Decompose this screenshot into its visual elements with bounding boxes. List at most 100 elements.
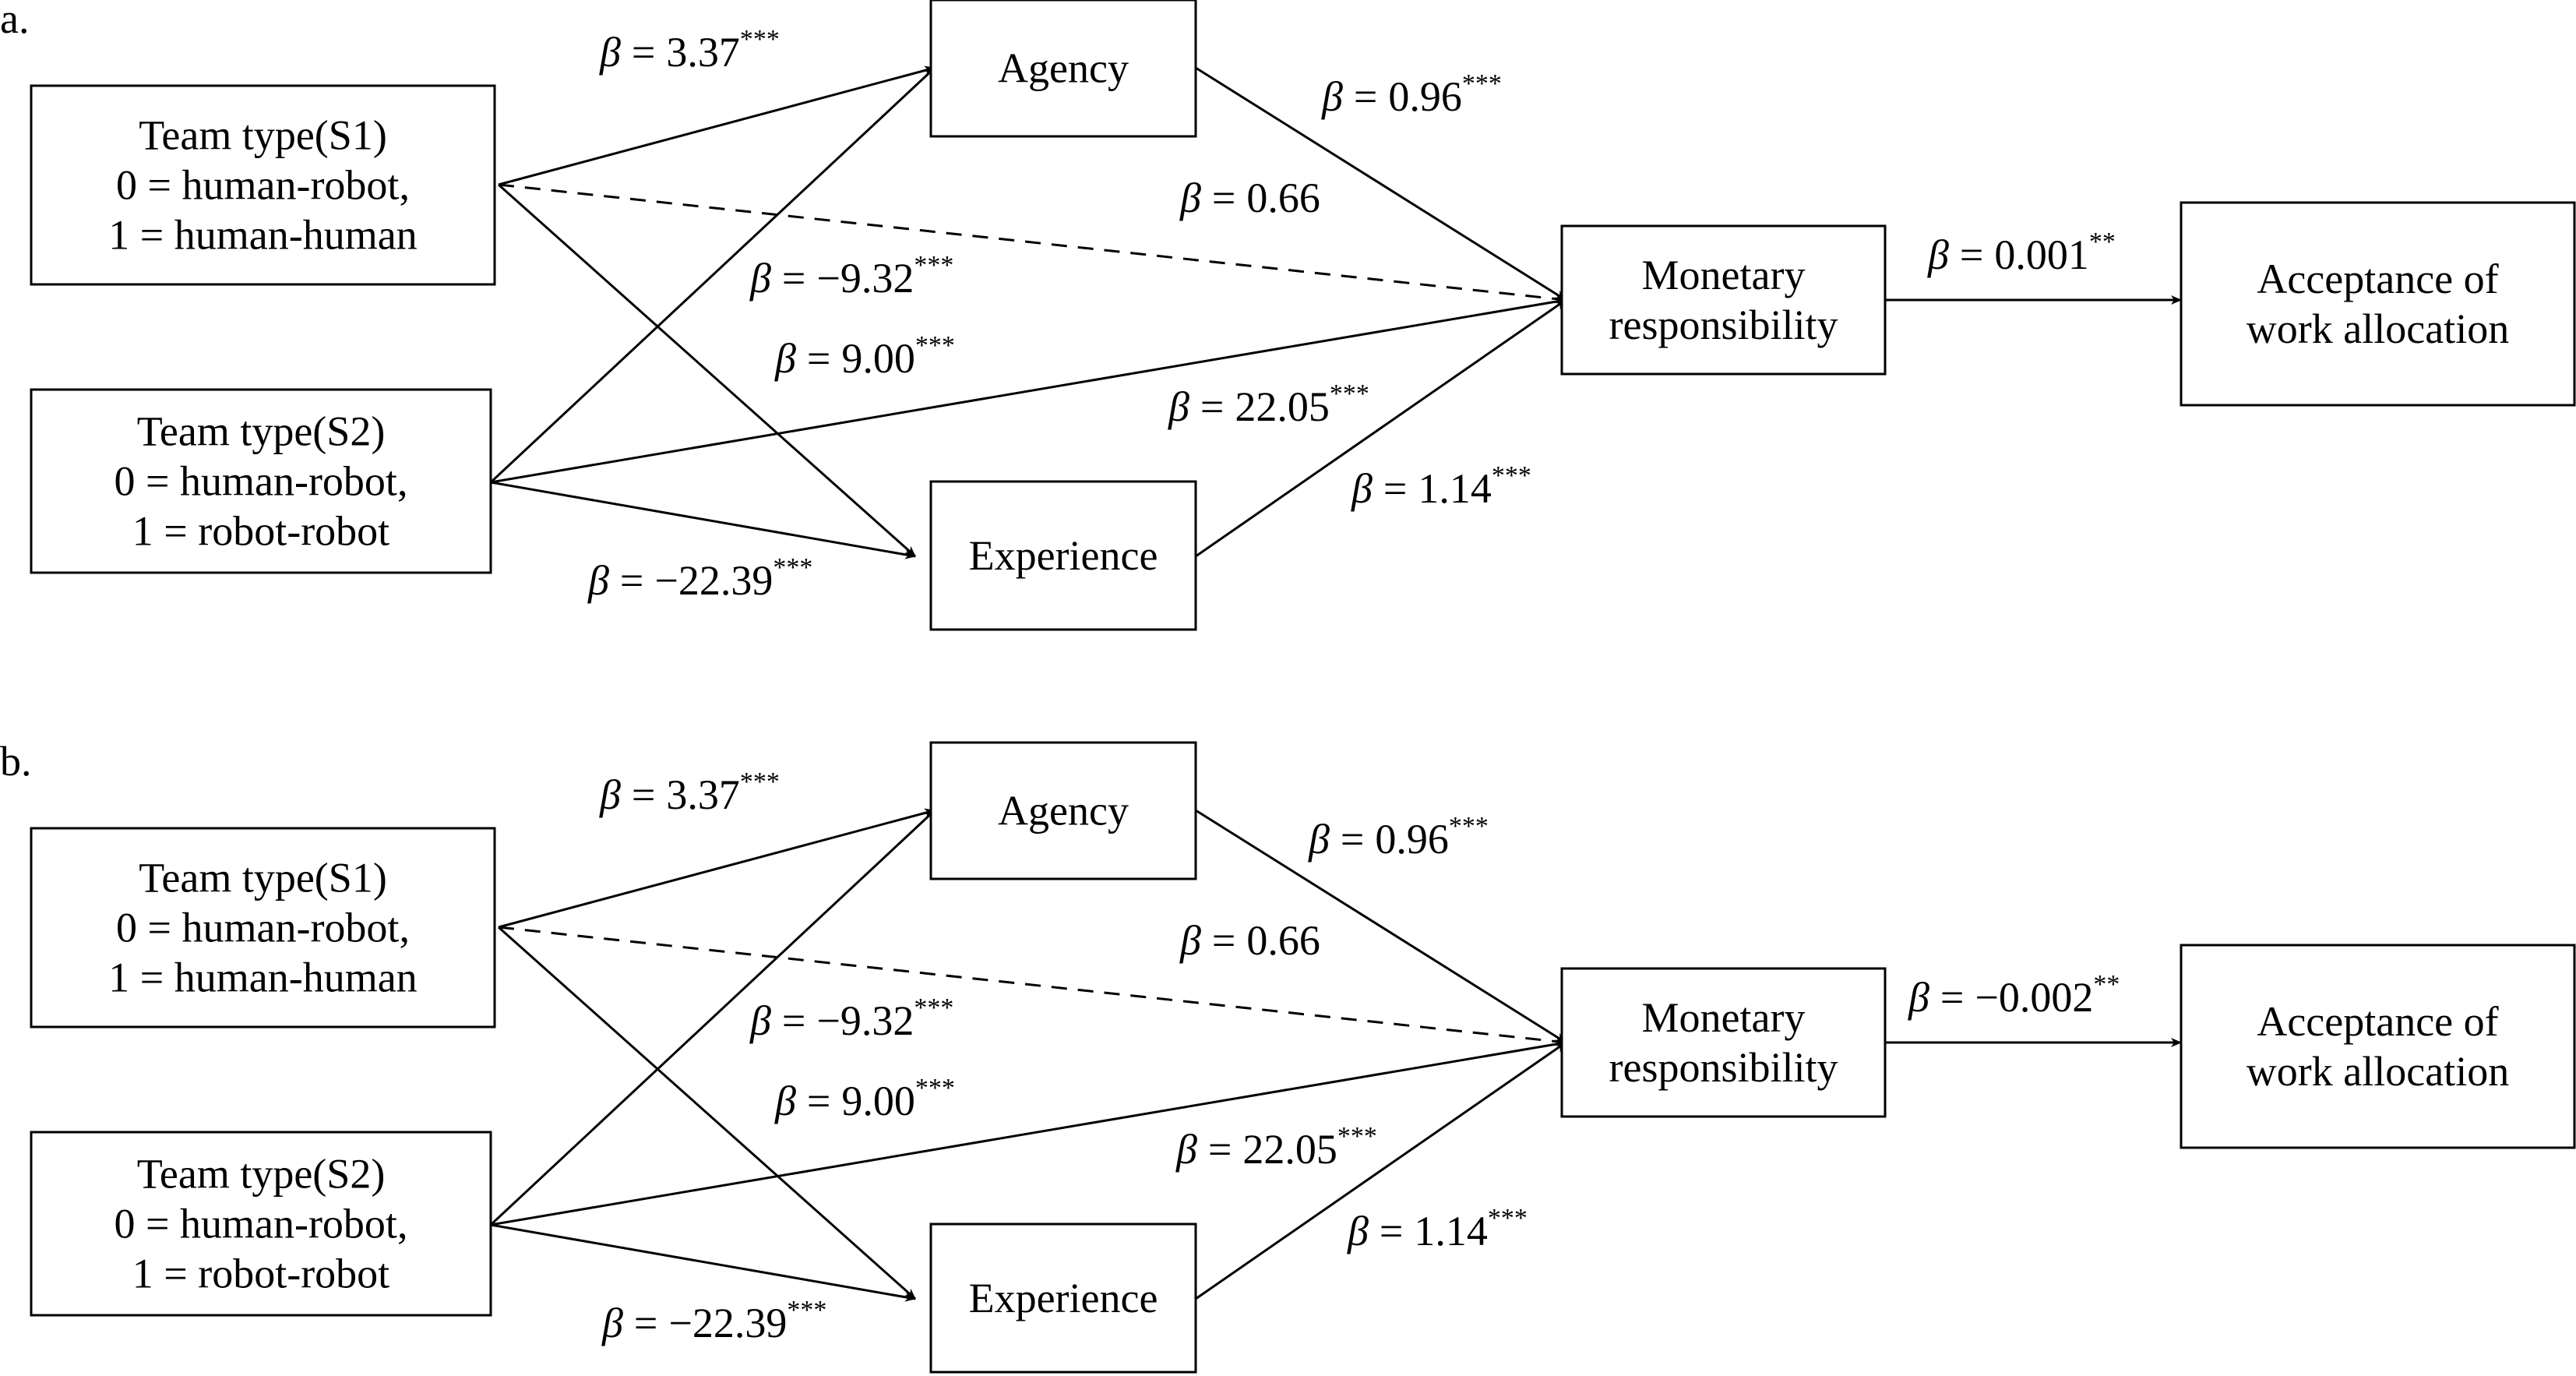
node-label-line: 1 = robot-robot <box>132 508 389 555</box>
coef-value: 3.37 <box>666 29 740 76</box>
significance-stars: *** <box>914 993 953 1022</box>
coef-value: −0.002 <box>1975 974 2093 1021</box>
node-label-line: Team type(S2) <box>137 408 386 455</box>
node-label-line: Agency <box>998 788 1129 834</box>
beta-symbol: β <box>1168 383 1189 430</box>
coef-value: 9.00 <box>841 335 915 382</box>
coef-s2-experience: β=−22.39*** <box>587 553 812 604</box>
beta-symbol: β <box>599 771 621 818</box>
node-label-line: 0 = human-robot, <box>115 1201 408 1247</box>
coef-s2-monetary: β=22.05*** <box>1168 379 1369 430</box>
equals-sign: = <box>1341 816 1364 863</box>
node-experience: Experience <box>929 1223 1197 1374</box>
node-label-line: Acceptance of <box>2257 256 2498 302</box>
node-box <box>2180 944 2576 1149</box>
node-experience: Experience <box>929 480 1197 631</box>
coef-value: 9.00 <box>841 1078 915 1124</box>
edge-s2-monetary <box>490 297 1566 484</box>
coef-value: −22.39 <box>654 557 773 604</box>
coef-experience-monetary: β=1.14*** <box>1351 461 1531 512</box>
significance-stars: *** <box>1492 461 1531 490</box>
beta-symbol: β <box>1927 231 1949 278</box>
node-agency: Agency <box>929 741 1197 880</box>
significance-stars: *** <box>1449 812 1489 841</box>
node-box <box>929 0 1197 138</box>
beta-symbol: β <box>1347 1208 1369 1254</box>
significance-stars: *** <box>1337 1122 1377 1151</box>
coef-value: 0.66 <box>1246 175 1320 221</box>
coef-value: 3.37 <box>666 771 740 818</box>
node-box <box>1560 224 1887 376</box>
edge-s1-monetary <box>498 183 1566 304</box>
equals-sign: = <box>620 557 643 604</box>
node-s2: Team type(S2)0 = human-robot,1 = robot-r… <box>30 1131 492 1317</box>
node-label-line: 0 = human-robot, <box>116 905 410 951</box>
coef-experience-monetary: β=1.14*** <box>1347 1204 1528 1254</box>
coef-value: 0.001 <box>1994 231 2089 278</box>
node-label-line: Monetary <box>1642 994 1806 1041</box>
coef-s2-experience: β=−22.39*** <box>601 1296 826 1346</box>
significance-stars: *** <box>1462 69 1502 98</box>
beta-symbol: β <box>774 335 796 382</box>
node-label-line: 1 = human-human <box>108 212 417 259</box>
panel-b: b. Team type(S1)0 = human-robot,1 = human… <box>0 738 2576 1374</box>
coef-value: −9.32 <box>816 997 914 1044</box>
node-s1: Team type(S1)0 = human-robot,1 = human-h… <box>30 827 496 1028</box>
node-label-line: responsibility <box>1609 1044 1838 1091</box>
coef-s1-monetary: β=0.66 <box>1179 917 1320 964</box>
equals-sign: = <box>782 997 805 1044</box>
node-label-line: Acceptance of <box>2257 998 2498 1045</box>
edge-s2-monetary <box>490 1039 1566 1226</box>
coef-value: 0.66 <box>1246 917 1320 964</box>
node-s2: Team type(S2)0 = human-robot,1 = robot-r… <box>30 388 492 574</box>
node-label-line: 1 = robot-robot <box>132 1251 389 1297</box>
beta-symbol: β <box>1179 175 1201 221</box>
coef-value: 0.96 <box>1388 73 1462 120</box>
node-label-line: responsibility <box>1609 302 1838 348</box>
equals-sign: = <box>1380 1208 1403 1254</box>
equals-sign: = <box>807 1078 830 1124</box>
significance-stars: *** <box>915 1074 955 1103</box>
panel-a: a.Team type(S1)0 = human-robot,1 = human… <box>0 0 2576 631</box>
node-label-line: Team type(S2) <box>137 1151 386 1198</box>
edge-s1-monetary <box>498 926 1566 1046</box>
node-s1: Team type(S1)0 = human-robot,1 = human-h… <box>30 84 496 286</box>
node-box <box>30 827 496 1028</box>
significance-stars: ** <box>2089 228 2116 256</box>
node-label-line: Team type(S1) <box>139 112 387 159</box>
node-box <box>1560 967 1887 1118</box>
node-label-line: 0 = human-robot, <box>115 458 408 505</box>
edge-experience-monetary <box>1195 298 1566 558</box>
beta-symbol: β <box>1321 73 1343 120</box>
coef-monetary-acceptance: β=0.001** <box>1927 228 2116 278</box>
node-box <box>929 1223 1197 1374</box>
edge-agency-monetary <box>1195 66 1566 302</box>
panel-label: b. <box>0 738 32 785</box>
node-box <box>30 84 496 286</box>
beta-symbol: β <box>749 997 771 1044</box>
beta-symbol: β <box>749 255 771 302</box>
coef-value: −9.32 <box>816 255 914 302</box>
significance-stars: *** <box>773 553 812 582</box>
edge-s2-agency <box>489 809 936 1226</box>
significance-stars: *** <box>740 25 780 54</box>
beta-symbol: β <box>1179 917 1201 964</box>
equals-sign: = <box>632 29 655 76</box>
edge-s1-experience <box>498 183 916 558</box>
significance-stars: *** <box>787 1296 826 1325</box>
coef-s2-agency: β=9.00*** <box>774 331 955 382</box>
coef-agency-monetary: β=0.96*** <box>1308 812 1489 863</box>
node-label-line: work allocation <box>2247 305 2509 352</box>
equals-sign: = <box>1212 175 1235 221</box>
edge-s2-agency <box>489 66 936 484</box>
node-agency: Agency <box>929 0 1197 138</box>
node-box <box>2180 201 2576 407</box>
equals-sign: = <box>1960 231 1983 278</box>
edge-s1-experience <box>498 926 916 1300</box>
beta-symbol: β <box>1908 974 1929 1021</box>
significance-stars: *** <box>1488 1204 1528 1233</box>
